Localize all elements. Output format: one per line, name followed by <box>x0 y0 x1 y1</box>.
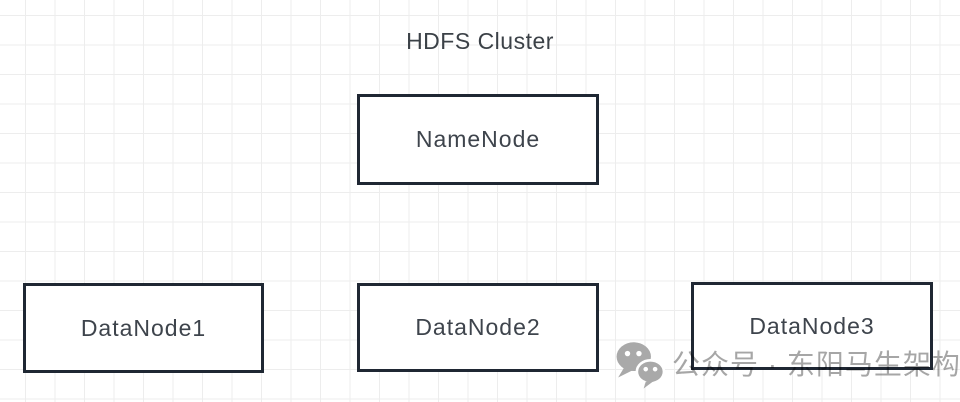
node-label: DataNode1 <box>80 314 207 341</box>
node-namenode: NameNode <box>357 94 599 185</box>
node-label: DataNode3 <box>749 312 875 339</box>
node-datanode2: DataNode2 <box>357 283 599 372</box>
node-datanode3: DataNode3 <box>691 282 933 370</box>
wechat-icon <box>616 342 665 389</box>
diagram-title: HDFS Cluster <box>406 28 554 54</box>
node-datanode1: DataNode1 <box>23 283 264 373</box>
node-label: NameNode <box>415 126 541 152</box>
node-label: DataNode2 <box>415 314 541 340</box>
